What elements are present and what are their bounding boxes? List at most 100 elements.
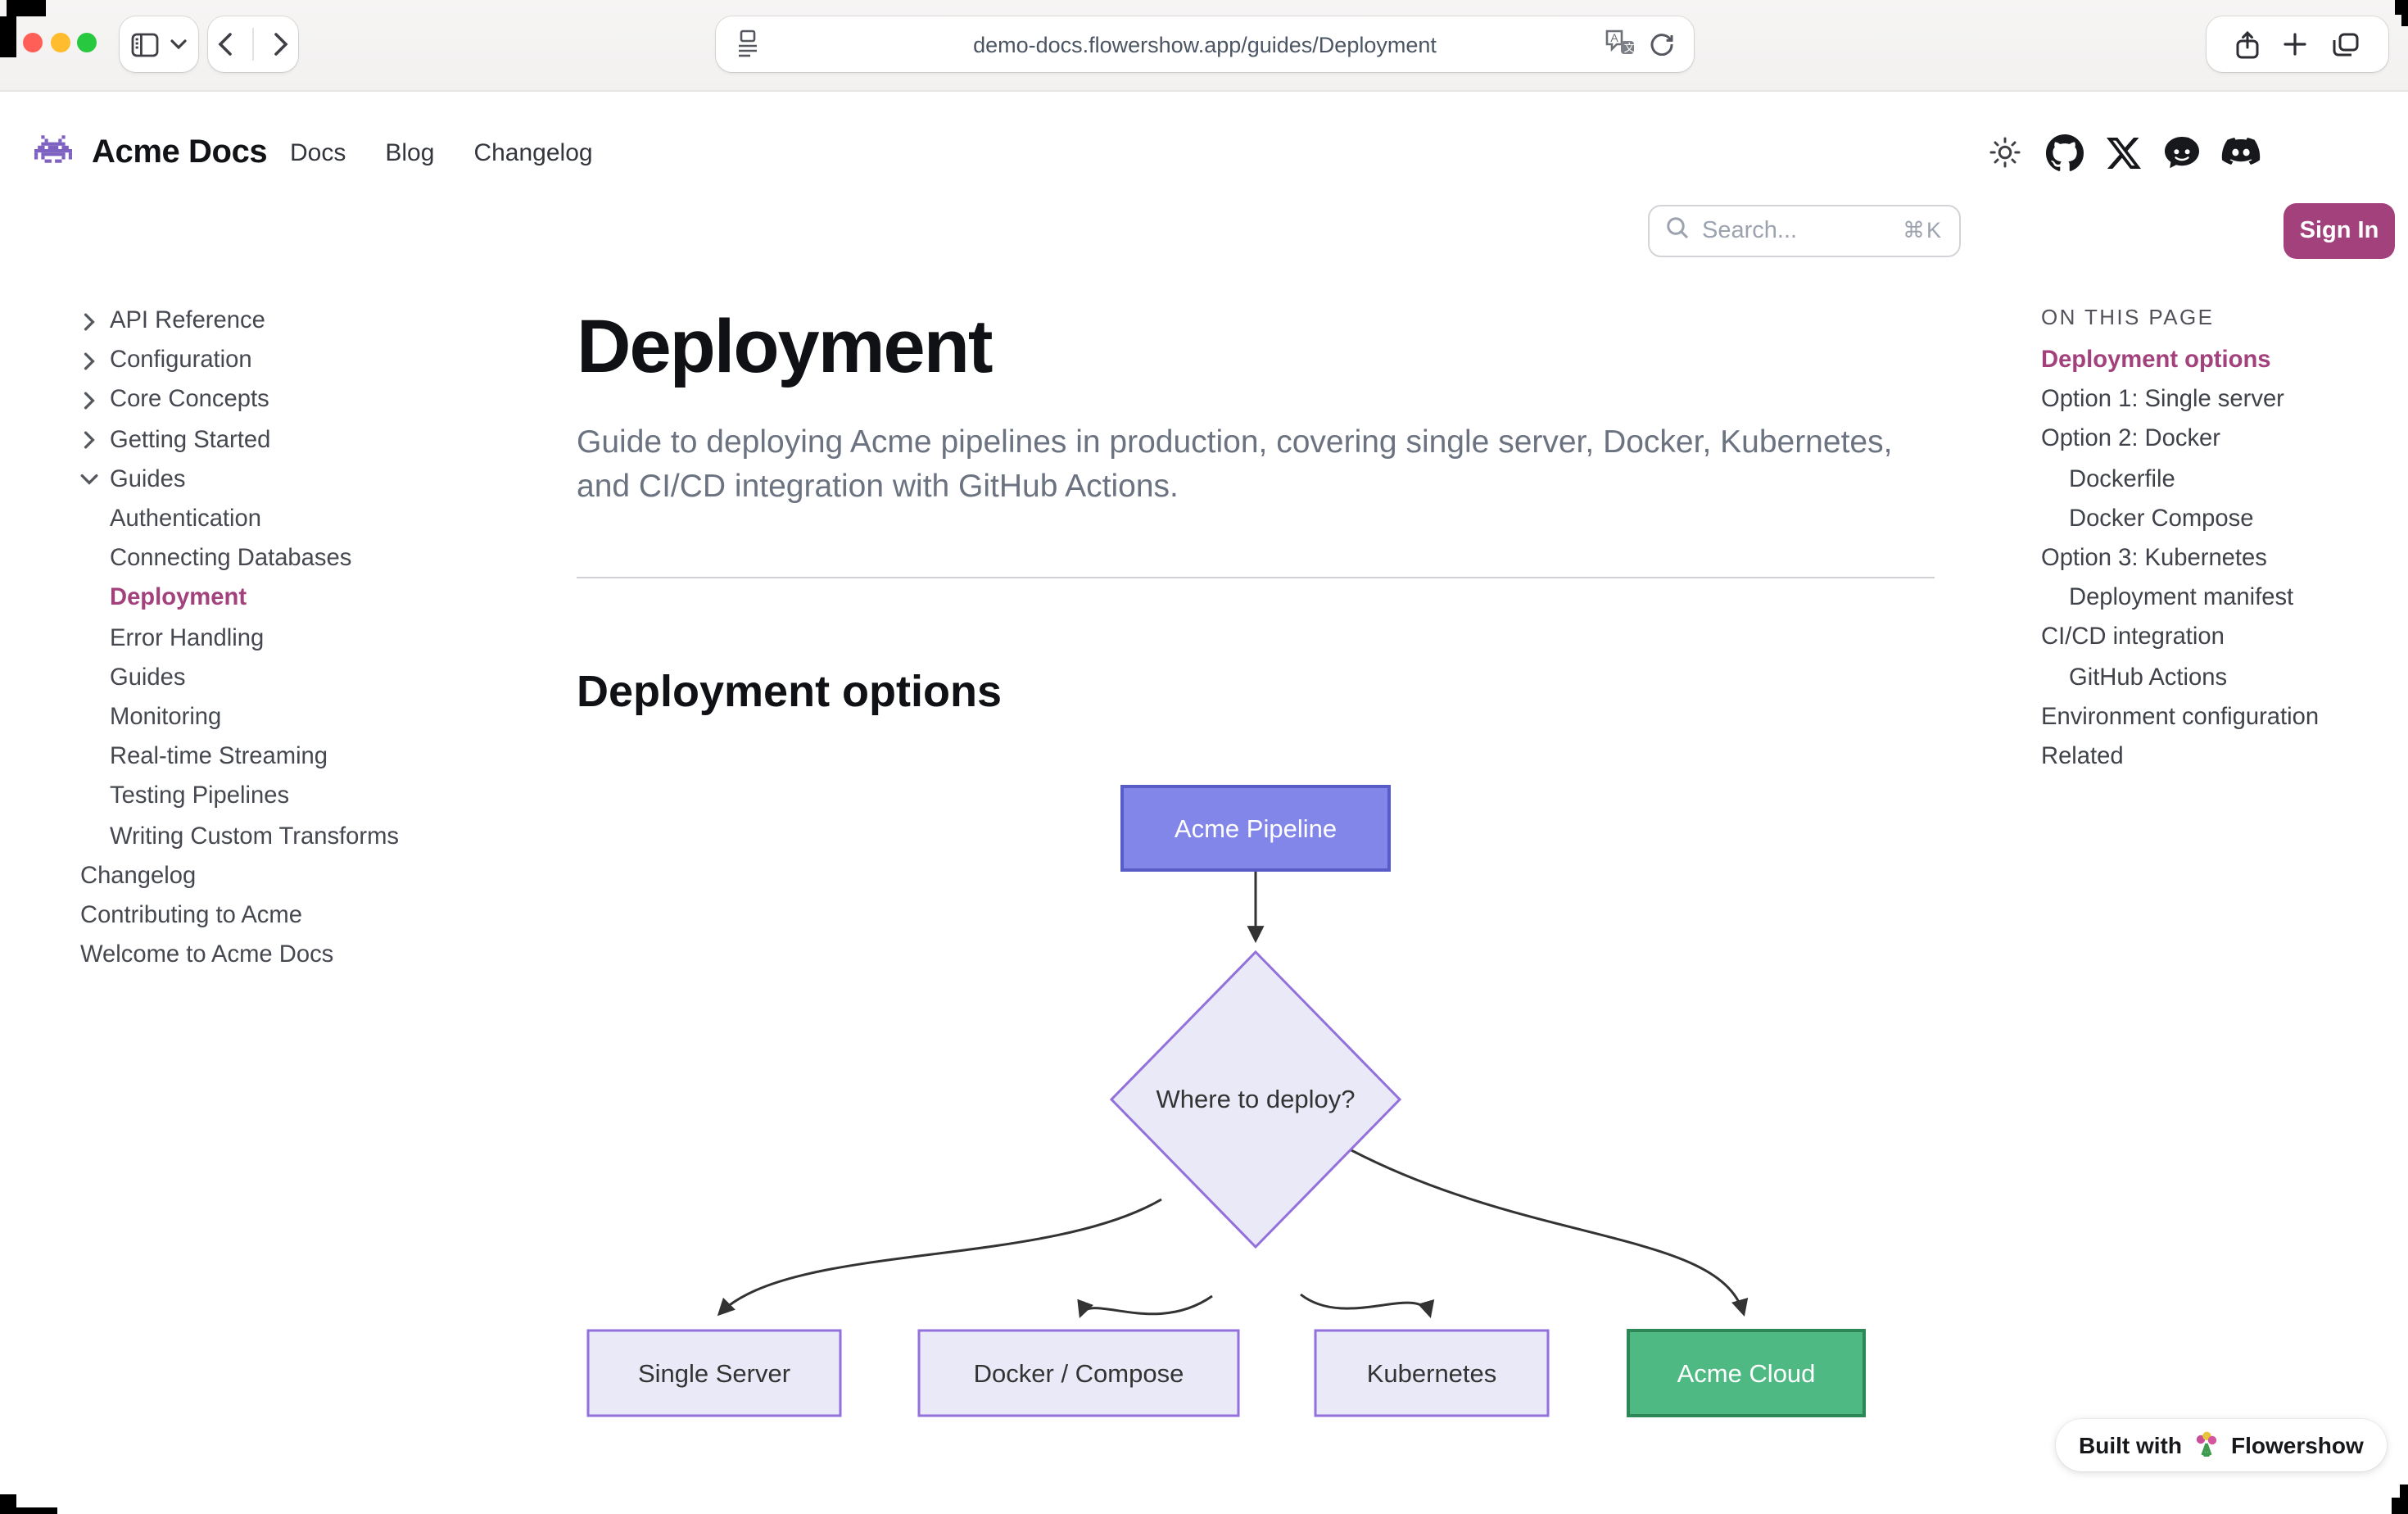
nav-buttons-group	[208, 16, 298, 72]
theme-toggle-sun-icon[interactable]	[1985, 133, 2025, 172]
chevron-right-icon	[80, 312, 100, 330]
built-with-flowershow-badge[interactable]: Built with Flowershow	[2056, 1419, 2387, 1471]
sidebar-item-guides-page[interactable]: Guides	[74, 658, 532, 697]
toc-item-related[interactable]: Related	[2041, 743, 2124, 770]
node-kubernetes: Kubernetes	[1314, 1329, 1550, 1417]
chevron-down-icon[interactable]	[170, 39, 187, 49]
node-acme-cloud: Acme Cloud	[1627, 1329, 1866, 1417]
site-header: Acme Docs Docs Blog Changelog Search... …	[0, 92, 2408, 259]
toc-list: Deployment options Option 1: Single serv…	[2041, 341, 2319, 777]
section-heading: Deployment options	[577, 667, 1003, 716]
toc-item-dockerfile[interactable]: Dockerfile	[2069, 466, 2175, 493]
sidebar-item-changelog[interactable]: Changelog	[74, 856, 532, 895]
chevron-right-icon	[80, 392, 100, 410]
translate-icon[interactable]: A 文	[1605, 29, 1635, 56]
discord-icon[interactable]	[2221, 133, 2261, 172]
site-title[interactable]: Acme Docs	[92, 134, 268, 170]
toc-item-cicd-integration[interactable]: CI/CD integration	[2041, 624, 2225, 651]
node-label: Single Server	[638, 1359, 790, 1388]
sidebar-item-contributing-to-acme[interactable]: Contributing to Acme	[74, 896, 532, 936]
toc-item-github-actions[interactable]: GitHub Actions	[2069, 664, 2228, 691]
reload-icon[interactable]	[1650, 30, 1674, 55]
sidebar-item-label: Real-time Streaming	[110, 744, 328, 771]
nav-link-changelog[interactable]: Changelog	[473, 138, 593, 166]
sidebar-item-label: Writing Custom Transforms	[110, 823, 400, 850]
search-input[interactable]: Search... ⌘K	[1648, 205, 1961, 257]
sidebar-toggle-icon[interactable]	[131, 32, 159, 57]
sidebar-item-writing-custom-transforms[interactable]: Writing Custom Transforms	[74, 817, 532, 856]
sidebar-item-label: Deployment	[110, 585, 247, 612]
crop-mark	[7, 0, 46, 16]
reddit-icon[interactable]	[2162, 133, 2202, 172]
url-text[interactable]: demo-docs.flowershow.app/guides/Deployme…	[973, 32, 1437, 57]
back-button[interactable]	[218, 33, 233, 56]
node-label: Where to deploy?	[1156, 1085, 1356, 1113]
docs-sidebar: API Reference Configuration Core Concept…	[74, 301, 532, 975]
close-window-button[interactable]	[23, 33, 43, 52]
tab-overview-icon[interactable]	[2333, 32, 2359, 57]
svg-text:文: 文	[1624, 42, 1635, 54]
sidebar-item-real-time-streaming[interactable]: Real-time Streaming	[74, 737, 532, 777]
divider	[577, 577, 1935, 578]
sidebar-item-label: Core Concepts	[110, 387, 269, 414]
toc-item-option-1-single-server[interactable]: Option 1: Single server	[2041, 387, 2284, 414]
sidebar-item-configuration[interactable]: Configuration	[74, 341, 532, 380]
sidebar-item-authentication[interactable]: Authentication	[74, 500, 532, 539]
badge-brand: Flowershow	[2231, 1432, 2364, 1458]
reader-view-icon[interactable]	[737, 29, 758, 57]
sidebar-item-error-handling[interactable]: Error Handling	[74, 619, 532, 658]
sidebar-item-guides[interactable]: Guides	[74, 460, 532, 500]
sidebar-toggle-group	[120, 16, 198, 72]
node-single-server: Single Server	[586, 1329, 842, 1417]
toc-item-docker-compose[interactable]: Docker Compose	[2069, 505, 2254, 533]
new-tab-icon[interactable]	[2284, 33, 2307, 56]
edge-decision-to-single-server	[717, 1198, 1162, 1317]
crop-mark	[2395, 0, 2408, 15]
node-label: Acme Pipeline	[1175, 814, 1337, 843]
minimize-window-button[interactable]	[51, 33, 70, 52]
zoom-window-button[interactable]	[77, 33, 97, 52]
sidebar-item-connecting-databases[interactable]: Connecting Databases	[74, 539, 532, 578]
sidebar-item-label: Changelog	[80, 863, 197, 890]
search-icon	[1666, 215, 1689, 247]
share-icon[interactable]	[2236, 30, 2259, 58]
bouquet-icon	[2193, 1430, 2220, 1461]
sidebar-item-welcome-to-acme-docs[interactable]: Welcome to Acme Docs	[74, 936, 532, 975]
page-title: Deployment	[577, 303, 994, 388]
sidebar-item-label: Error Handling	[110, 625, 265, 652]
x-twitter-icon[interactable]	[2103, 133, 2143, 172]
sidebar-item-monitoring[interactable]: Monitoring	[74, 698, 532, 737]
brand[interactable]: Acme Docs	[34, 92, 268, 213]
sidebar-item-getting-started[interactable]: Getting Started	[74, 420, 532, 460]
crop-mark	[16, 1507, 57, 1514]
toc-item-deployment-manifest[interactable]: Deployment manifest	[2069, 585, 2294, 612]
sidebar-item-label: Monitoring	[110, 704, 222, 731]
badge-prefix: Built with	[2079, 1432, 2182, 1458]
sidebar-item-core-concepts[interactable]: Core Concepts	[74, 381, 532, 420]
search-placeholder: Search...	[1702, 218, 1798, 244]
node-label: Kubernetes	[1367, 1359, 1497, 1388]
toc-item-environment-configuration[interactable]: Environment configuration	[2041, 704, 2320, 731]
chevron-right-icon	[80, 352, 100, 370]
sidebar-item-deployment[interactable]: Deployment	[74, 579, 532, 619]
forward-button[interactable]	[274, 33, 288, 56]
toc-item-deployment-options[interactable]: Deployment options	[2041, 347, 2271, 374]
svg-text:A: A	[1610, 31, 1618, 44]
nav-link-blog[interactable]: Blog	[385, 138, 435, 166]
sidebar-item-label: Guides	[110, 466, 186, 493]
sign-in-button[interactable]: Sign In	[2284, 203, 2395, 259]
address-bar[interactable]: demo-docs.flowershow.app/guides/Deployme…	[716, 16, 1694, 72]
sidebar-item-api-reference[interactable]: API Reference	[74, 301, 532, 341]
github-icon[interactable]	[2044, 133, 2084, 172]
toc-item-option-2-docker[interactable]: Option 2: Docker	[2041, 426, 2221, 453]
main-nav: Docs Blog Changelog	[290, 92, 593, 213]
sidebar-item-label: Getting Started	[110, 427, 271, 454]
sidebar-item-testing-pipelines[interactable]: Testing Pipelines	[74, 777, 532, 817]
sidebar-item-label: Connecting Databases	[110, 546, 352, 573]
edge-decision-to-docker	[1077, 1294, 1213, 1318]
nav-link-docs[interactable]: Docs	[290, 138, 346, 166]
crop-mark	[0, 16, 16, 57]
toc-item-option-3-kubernetes[interactable]: Option 3: Kubernetes	[2041, 546, 2267, 573]
node-where-to-deploy: Where to deploy?	[1109, 950, 1402, 1249]
